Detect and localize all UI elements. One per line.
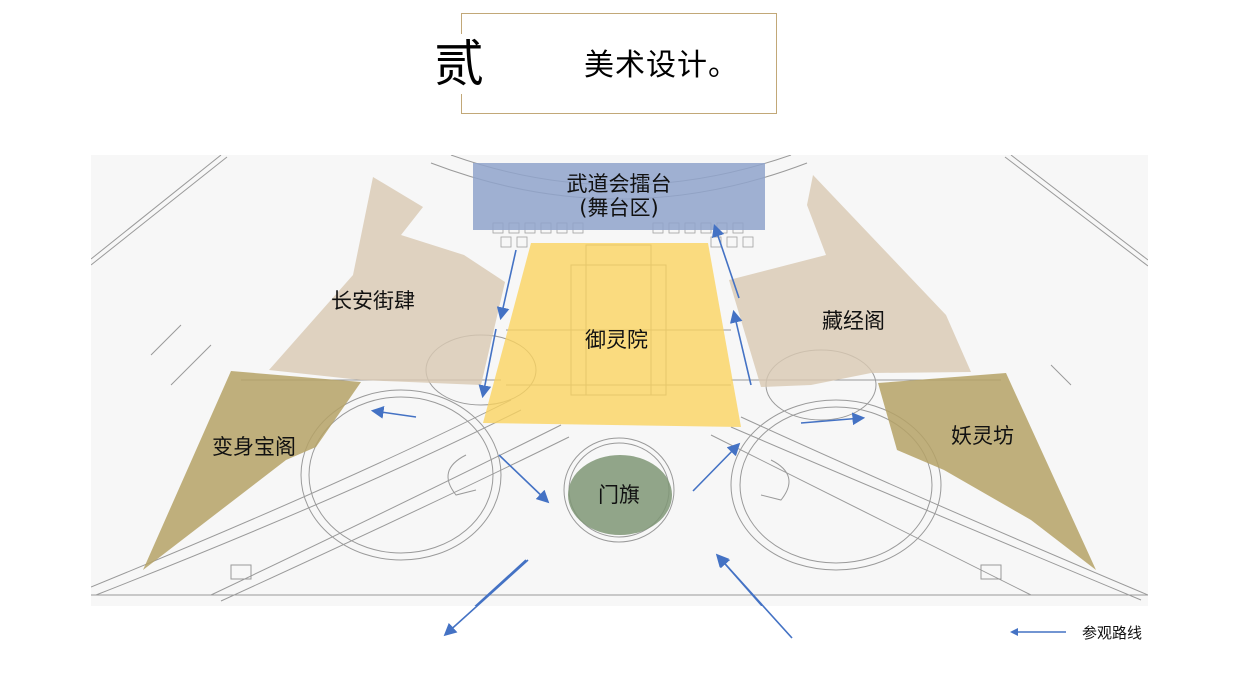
zone-label-menqi: 门旗 xyxy=(598,483,640,507)
stage-label-line2: (舞台区) xyxy=(579,196,659,220)
zone-changan-area[interactable] xyxy=(269,177,505,385)
zone-label-bianshen: 变身宝阁 xyxy=(212,435,296,459)
zone-cangjing-area[interactable] xyxy=(729,175,971,387)
zone-yuling-area[interactable] xyxy=(483,243,741,427)
zone-label-changan: 长安街肆 xyxy=(331,289,415,313)
zone-menqi-area[interactable] xyxy=(568,455,672,535)
legend: 参观路线 xyxy=(1010,620,1142,644)
plan-line-drawing xyxy=(91,155,1148,602)
section-number: 贰 xyxy=(432,34,486,94)
site-plan: 武道会擂台 (舞台区) 长安街肆 藏经阁 御灵院 变身宝阁 妖灵坊 门旗 xyxy=(91,155,1148,606)
section-title: 美术设计。 xyxy=(584,48,739,83)
zone-label-cangjing: 藏经阁 xyxy=(822,309,885,333)
legend-route-label: 参观路线 xyxy=(1082,623,1143,642)
zone-label-yuling: 御灵院 xyxy=(585,328,648,352)
section-title-frame xyxy=(461,13,777,114)
zone-bianshen-area[interactable] xyxy=(143,371,361,570)
route-arrow-legend-icon xyxy=(1010,628,1066,636)
zone-label-yaoling: 妖灵坊 xyxy=(951,424,1014,448)
stage-label-line1: 武道会擂台 xyxy=(566,172,672,196)
zone-stage-area[interactable] xyxy=(473,163,765,230)
zone-yaoling-area[interactable] xyxy=(878,373,1096,570)
zone-overlays xyxy=(143,163,1096,606)
zone-label-stage: 武道会擂台 (舞台区) xyxy=(549,172,689,220)
